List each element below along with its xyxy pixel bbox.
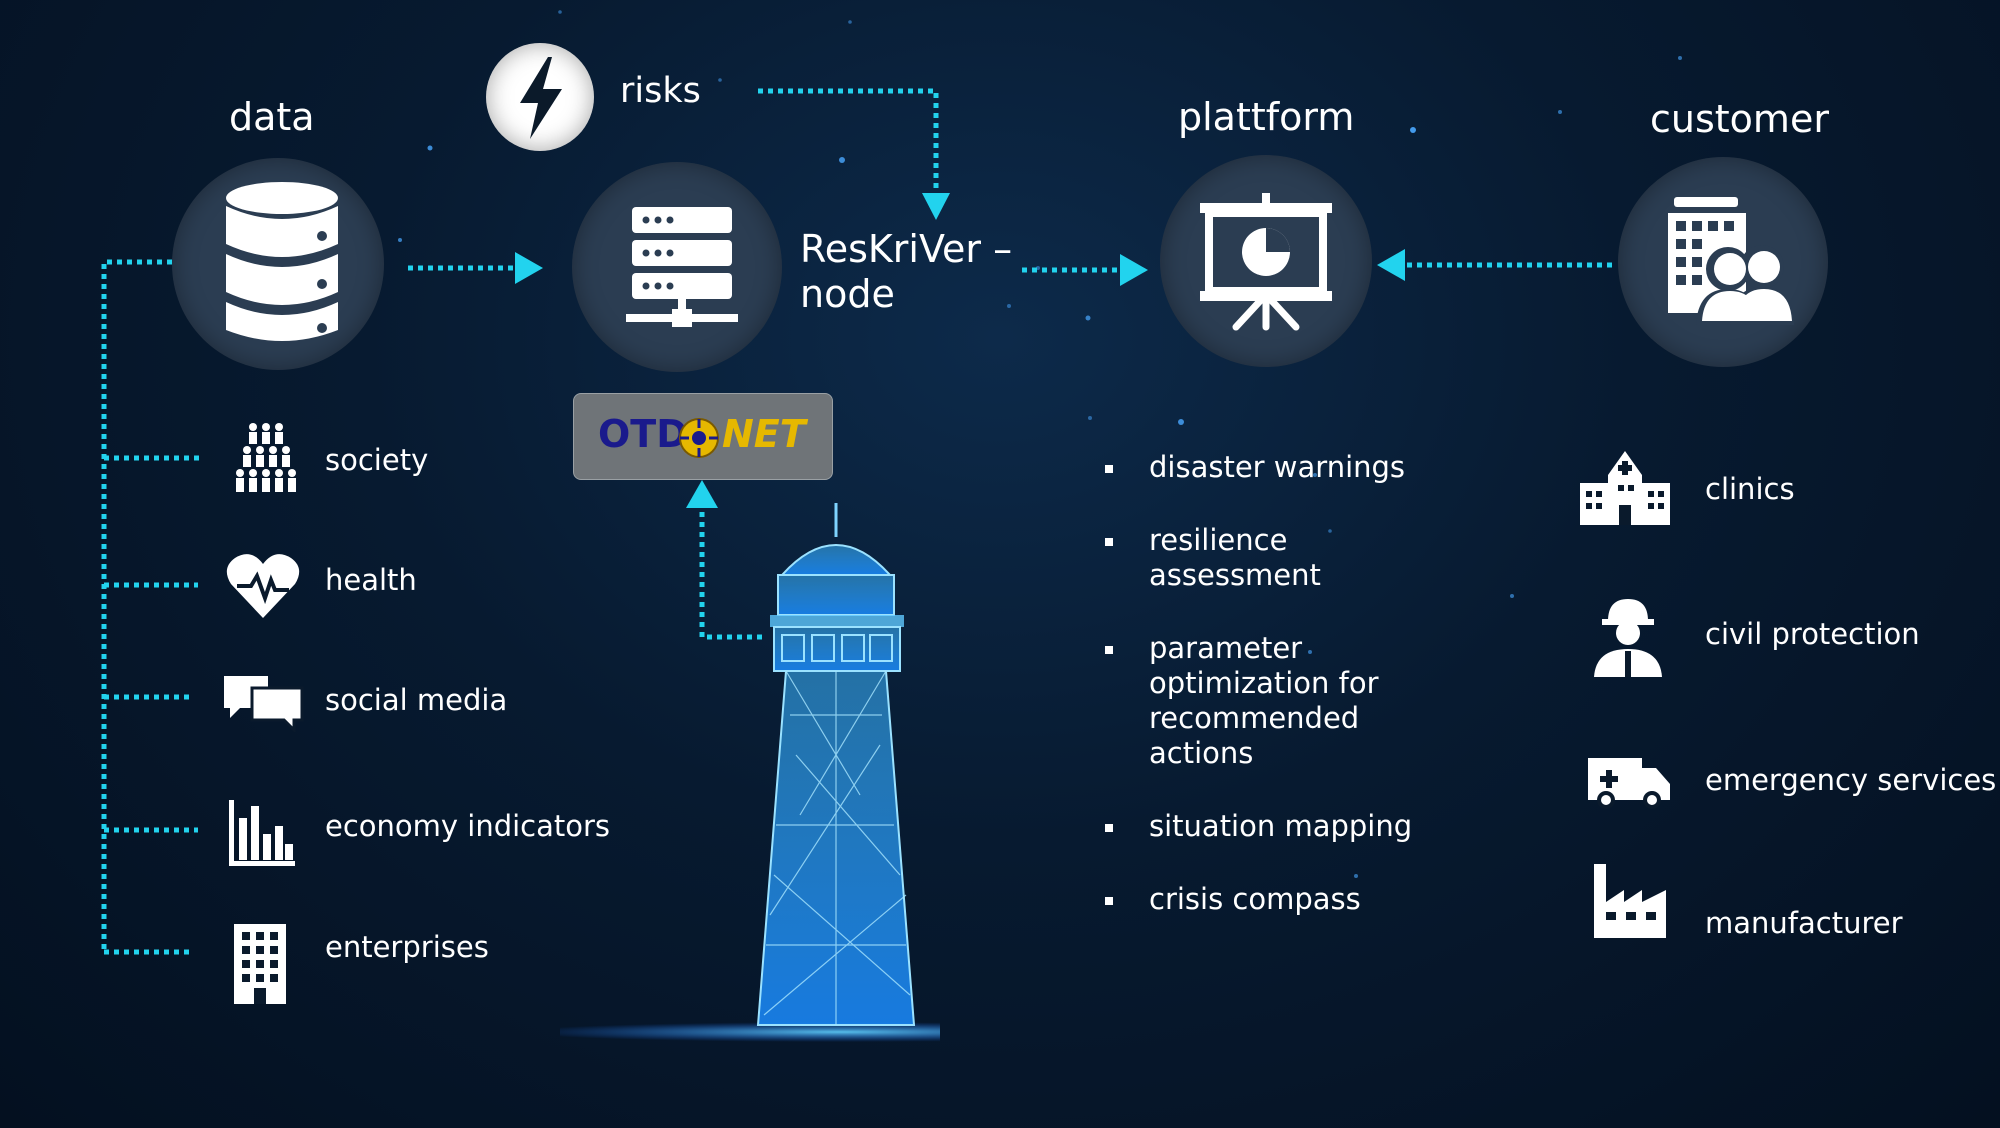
ambulance-icon <box>1586 752 1672 810</box>
office-building-icon <box>232 922 288 1004</box>
node-header: ResKriVer – <box>800 227 1013 271</box>
arrowhead-node-platform <box>1120 254 1148 286</box>
otdnet-emblem-icon <box>679 418 719 458</box>
lightning-bolt-icon <box>520 57 562 139</box>
data-source-social-media: social media <box>325 683 508 717</box>
data-source-enterprises: enterprises <box>325 930 489 964</box>
feature-item: situation mapping <box>1105 809 1412 844</box>
arrowhead-risks-node <box>922 193 950 220</box>
platform-header: plattform <box>1178 95 1355 139</box>
customer-manufacturer: manufacturer <box>1705 906 1903 940</box>
data-source-economy-indicators: economy indicators <box>325 809 611 843</box>
reskriver-node <box>572 162 782 372</box>
customer-emergency-services: emergency services <box>1705 763 1997 797</box>
data-source-society: society <box>325 443 429 477</box>
otdnet-logo-text-right: NET <box>722 412 806 456</box>
customer-header: customer <box>1650 97 1829 141</box>
customer-clinics: clinics <box>1705 472 1795 506</box>
platform-features-list: disaster warnings resilience assessment … <box>1105 450 1412 917</box>
server-icon <box>626 207 738 327</box>
hospital-icon <box>1578 447 1672 525</box>
arrowhead-data-node <box>515 252 543 284</box>
customer-civil-protection: civil protection <box>1705 617 1920 651</box>
lighthouse-icon <box>560 503 940 1042</box>
feature-item: resilience assessment <box>1105 523 1339 593</box>
platform-node <box>1160 155 1372 367</box>
data-bus-vertical <box>101 259 172 952</box>
lighthouse-to-otdnet-connector <box>699 505 762 640</box>
customer-node <box>1618 157 1828 367</box>
risks-node <box>486 43 594 151</box>
risks-header: risks <box>620 71 701 111</box>
database-node <box>172 158 384 370</box>
building-people-icon <box>1668 197 1794 325</box>
feature-item: crisis compass <box>1105 882 1412 917</box>
data-source-health: health <box>325 563 417 597</box>
otdnet-logo: OTD NET <box>573 393 833 480</box>
arrowhead-customer-platform <box>1377 249 1405 281</box>
bar-chart-icon <box>227 798 297 868</box>
chat-bubbles-icon <box>222 672 304 734</box>
database-icon <box>226 182 338 341</box>
factory-icon <box>1592 862 1668 938</box>
otdnet-logo-text-left: OTD <box>598 412 688 456</box>
risks-to-node-connector <box>758 88 939 195</box>
node-header-line2: node <box>800 272 895 316</box>
presentation-board-icon <box>1200 193 1332 331</box>
feature-item: disaster warnings <box>1105 450 1412 485</box>
arrowhead-lighthouse-otdnet <box>686 480 718 508</box>
feature-item: parameter optimization for recommended a… <box>1105 631 1399 771</box>
firefighter-icon <box>1592 595 1664 677</box>
society-icon <box>233 422 299 497</box>
data-header: data <box>229 95 315 139</box>
heart-pulse-icon <box>225 550 301 620</box>
